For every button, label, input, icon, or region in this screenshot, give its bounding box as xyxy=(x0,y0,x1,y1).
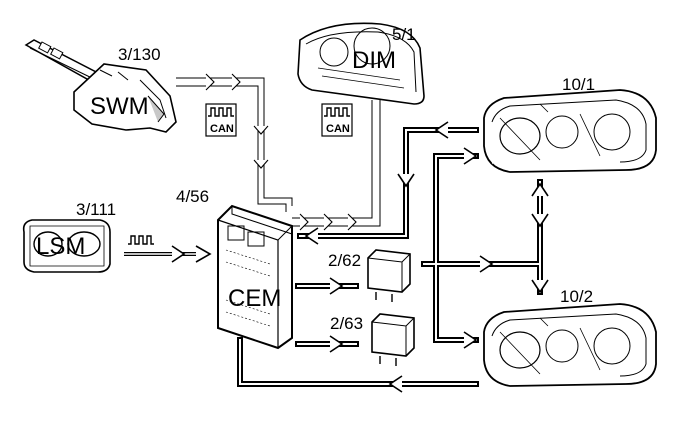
dim-abbr-label: DIM xyxy=(352,47,396,74)
headlamp-right-ref-label: 10/1 xyxy=(562,75,595,94)
dim-module: DIM xyxy=(297,22,425,105)
swm-abbr-label: SWM xyxy=(90,93,149,120)
lsm-to-cem-arrow xyxy=(124,245,212,263)
can-badge-dim: CAN xyxy=(321,103,353,137)
lsm-abbr-label: LSM xyxy=(36,233,85,260)
headlamp-left-ref-label: 10/2 xyxy=(560,287,593,306)
can-badge-swm-label: CAN xyxy=(210,123,234,135)
square-wave-icon xyxy=(127,235,155,245)
lsm-module: LSM xyxy=(22,219,111,273)
relay-1-ref-label: 2/62 xyxy=(328,251,361,270)
relay-1 xyxy=(367,249,411,302)
relay-2 xyxy=(371,313,415,366)
cem-abbr-label: CEM xyxy=(228,285,281,312)
can-badge-dim-label: CAN xyxy=(326,123,350,135)
cem-module: CEM xyxy=(217,204,293,350)
swm-ref-label: 3/130 xyxy=(118,45,161,64)
headlamp-left xyxy=(483,303,657,387)
can-flow-arrows xyxy=(205,73,357,231)
can-bus-dim-line xyxy=(292,100,381,227)
can-badge-swm: CAN xyxy=(205,103,237,137)
lsm-ref-label: 3/111 xyxy=(76,200,116,219)
flow-arrow-icon xyxy=(304,121,549,393)
relay-2-ref-label: 2/63 xyxy=(330,314,363,333)
headlamp-right xyxy=(483,89,657,173)
cem-ref-label: 4/56 xyxy=(176,187,209,206)
swm-module: SWM xyxy=(24,39,177,133)
dim-ref-label: 5/1 xyxy=(392,25,416,44)
